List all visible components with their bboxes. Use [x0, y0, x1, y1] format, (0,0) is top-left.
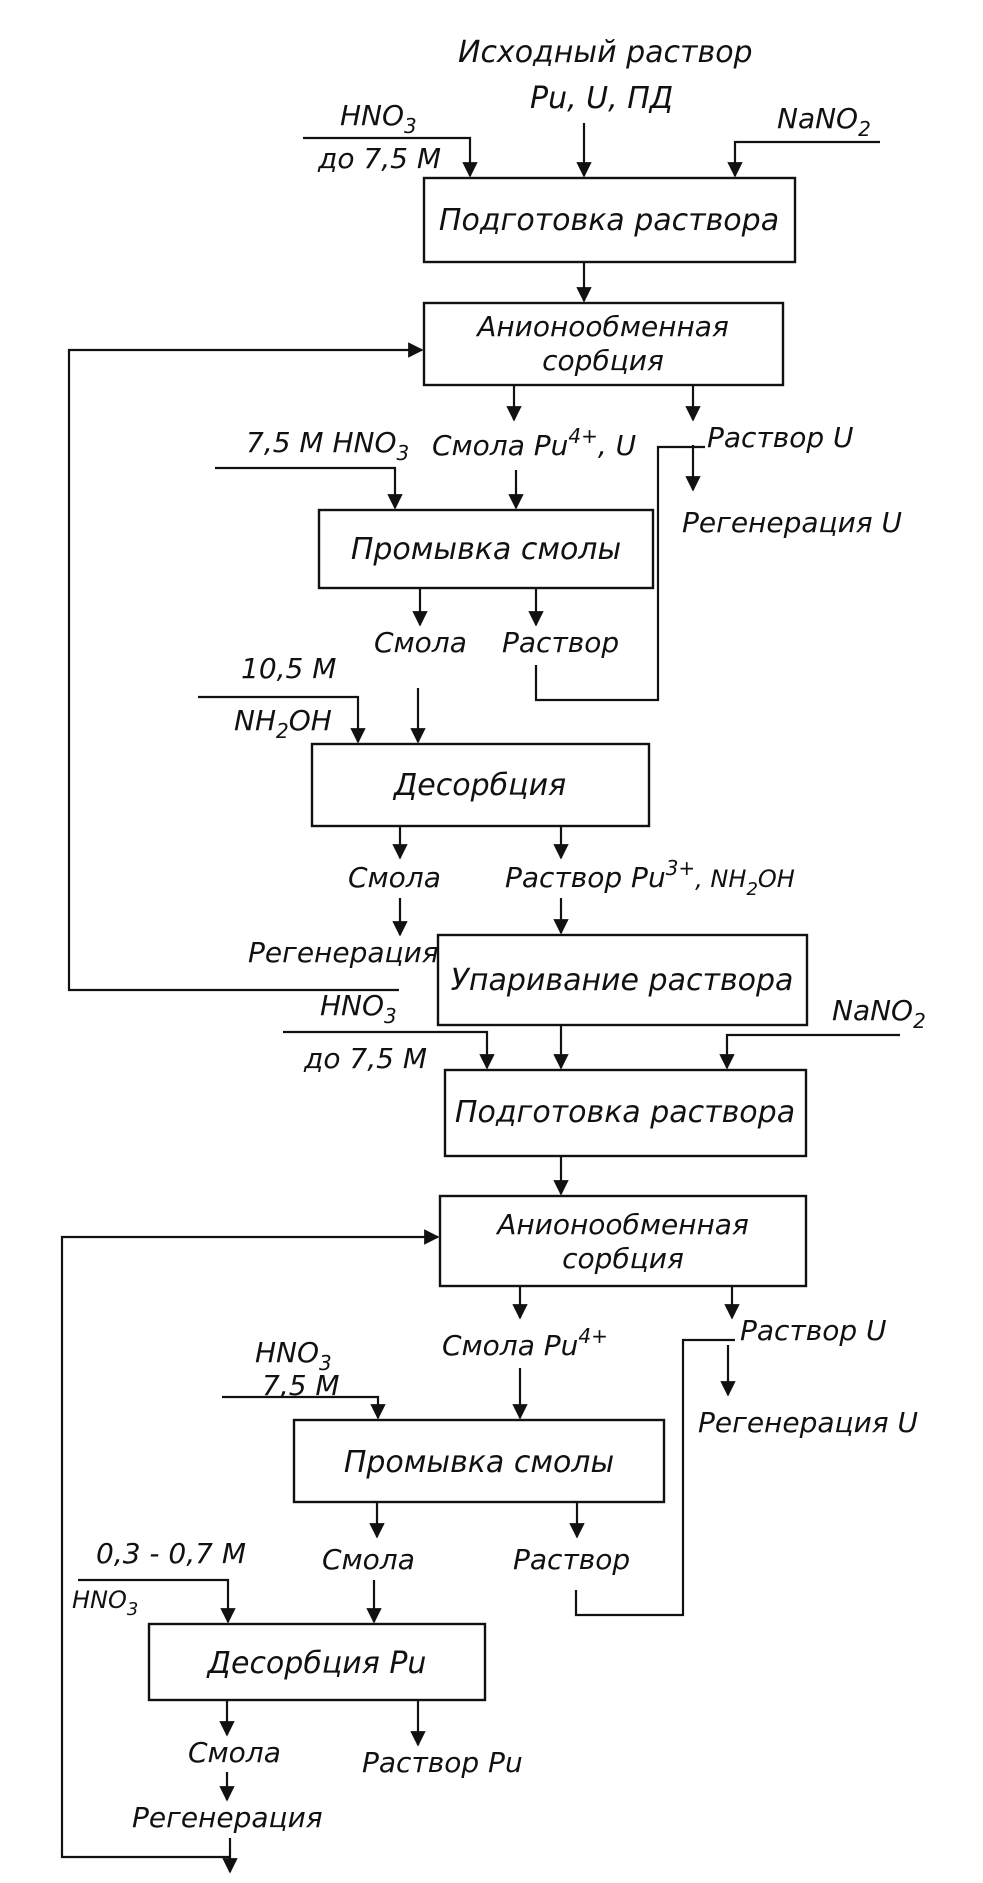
regeneration-u-label: Регенерация U	[682, 506, 902, 539]
regeneration-label: Регенерация	[132, 1801, 323, 1834]
box-desorption-1: Десорбция	[310, 742, 651, 828]
stream-labels: Исходный раствор Pu, U, ПД HNO3 до 7,5 М…	[72, 35, 926, 1834]
solution-label: Раствор	[502, 626, 619, 659]
feed-composition-label: Pu, U, ПД	[530, 81, 673, 116]
hno3-concentration-label: до 7,5 М	[317, 142, 441, 175]
box-desorption-pu: Десорбция Pu	[147, 1622, 487, 1702]
solution-u-label: Раствор U	[707, 421, 854, 454]
box-label: Промывка смолы	[344, 1445, 614, 1480]
nano2-reagent-label: NaNO2	[832, 994, 926, 1033]
resin-label: Смола	[348, 861, 441, 894]
hno3-concentration-label: до 7,5 М	[303, 1042, 427, 1075]
resin-pu4-label: Смола Pu4+	[442, 1324, 608, 1362]
nh2oh-concentration-label: 10,5 М	[241, 652, 336, 685]
box-label: Десорбция	[392, 768, 566, 803]
hno3-reagent-label: HNO3	[255, 1336, 332, 1375]
box-anion-sorption-2: Анионообменная сорбция	[438, 1194, 808, 1288]
resin-label: Смола	[374, 626, 467, 659]
box-prep-solution-2: Подготовка раствора	[443, 1068, 808, 1158]
box-label: Анионообменная	[475, 310, 729, 343]
box-resin-wash-2: Промывка смолы	[292, 1418, 666, 1504]
box-label: сорбция	[562, 1242, 684, 1275]
solution-pu-label: Раствор Pu	[362, 1746, 523, 1779]
solution-pu3-label: Раствор Pu3+, NH2OH	[505, 856, 795, 900]
box-label: Подготовка раствора	[455, 1095, 795, 1130]
box-resin-wash-1: Промывка смолы	[317, 508, 655, 590]
nano2-reagent-label: NaNO2	[777, 102, 871, 141]
resin-label: Смола	[188, 1736, 281, 1769]
hno3-reagent-label: HNO3	[72, 1586, 138, 1620]
box-label: Подготовка раствора	[439, 203, 779, 238]
box-label: Десорбция Pu	[206, 1646, 427, 1681]
box-label: Упаривание раствора	[451, 963, 794, 998]
wash-reagent-label: 7,5 М HNO3	[246, 426, 409, 465]
box-prep-solution-1: Подготовка раствора	[422, 176, 797, 264]
resin-pu-u-label: Смола Pu4+, U	[432, 424, 636, 462]
box-evaporation: Упаривание раствора	[436, 933, 809, 1027]
box-anion-sorption-1: Анионообменная сорбция	[422, 301, 785, 387]
connectors	[60, 123, 900, 1874]
box-label: сорбция	[542, 344, 664, 377]
feed-solution-label: Исходный раствор	[458, 35, 753, 70]
nh2oh-reagent-label: NH2OH	[234, 704, 332, 743]
resin-label: Смола	[322, 1543, 415, 1576]
box-label: Анионообменная	[495, 1208, 749, 1241]
hno3-reagent-label: HNO3	[340, 99, 417, 138]
hno3-concentration-label: 0,3 - 0,7 М	[96, 1537, 246, 1570]
solution-label: Раствор	[513, 1543, 630, 1576]
hno3-reagent-label: HNO3	[320, 989, 397, 1028]
regeneration-label: Регенерация	[248, 936, 439, 969]
regeneration-u-label: Регенерация U	[698, 1406, 918, 1439]
solution-u-label: Раствор U	[740, 1314, 887, 1347]
box-label: Промывка смолы	[351, 532, 621, 567]
hno3-concentration-label: 7,5 М	[262, 1369, 340, 1402]
